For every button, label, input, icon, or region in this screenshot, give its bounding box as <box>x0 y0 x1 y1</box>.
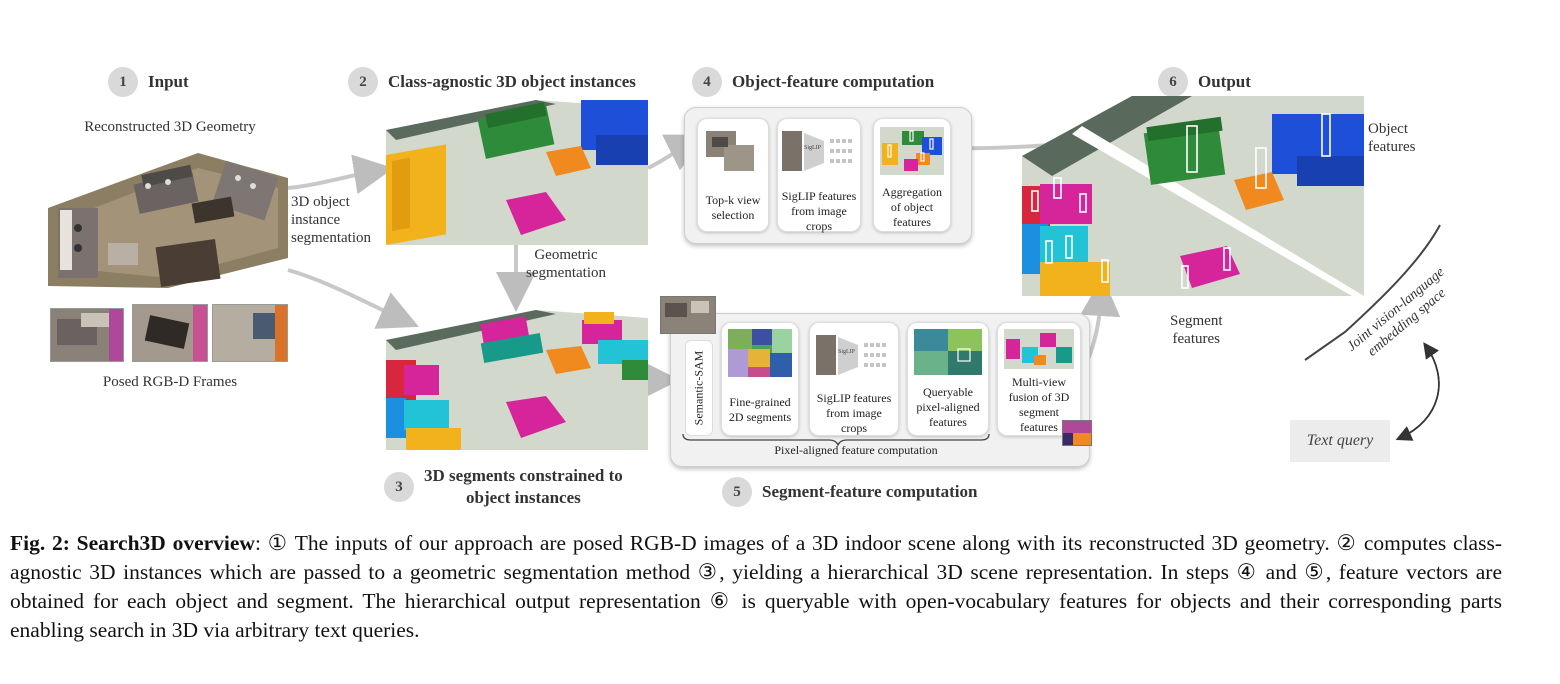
figure-area: 1 Input 2 Class-agnostic 3D object insta… <box>48 67 1449 509</box>
reconstructed-scene-image <box>48 148 288 288</box>
box-text: SigLIP features <box>781 189 857 203</box>
box-text: Multi-view <box>1012 375 1066 389</box>
object-features-line2: features <box>1368 139 1416 155</box>
step-title-line2: object instances <box>466 488 581 508</box>
box-text: pixel-aligned <box>916 400 980 414</box>
step-title: Segment-feature computation <box>762 482 978 501</box>
segment-features-label: Segment features <box>1170 312 1223 348</box>
object-features-label: Object features <box>1368 120 1415 156</box>
instance-seg-label: 3D object instance segmentation <box>291 193 371 247</box>
depth-thumbnail <box>1062 420 1092 446</box>
output-scene-image <box>1022 96 1364 296</box>
text-query-label: Text query <box>1306 432 1374 449</box>
step-number: 5 <box>722 477 752 507</box>
topk-view-box: Top-k view selection <box>697 118 769 232</box>
frames-thumbnail <box>660 296 716 334</box>
step-title: Object-feature computation <box>732 72 935 91</box>
segment-features-line1: Segment <box>1170 313 1223 329</box>
instance-seg-line2: instance <box>291 212 341 228</box>
rgbd-frame-2 <box>132 304 208 362</box>
segment-feature-panel: Semantic-SAM Fine-grained 2D segments <box>670 313 1090 467</box>
siglip-tag: SigLIP <box>804 145 822 151</box>
box-text: features <box>929 415 967 429</box>
box-text: features <box>1020 420 1058 434</box>
class-agnostic-scene-image <box>386 100 648 245</box>
step-number: 2 <box>348 67 378 97</box>
semantic-sam-label: Semantic-SAM <box>691 350 706 426</box>
siglip-tag: SigLIP <box>838 349 856 355</box>
step-6-output: 6 Output <box>1158 67 1251 97</box>
step-number: 6 <box>1158 67 1188 97</box>
box-text: from image <box>826 406 882 420</box>
object-feature-panel: Top-k view selection SigLIP SigLIP featu… <box>684 107 972 244</box>
figure-label: Fig. 2: Search3D overview <box>10 531 255 555</box>
geometric-seg-line2: segmentation <box>526 265 606 281</box>
pixel-aligned-label: Pixel-aligned feature computation <box>774 443 938 457</box>
multiview-fusion-box: Multi-view fusion of 3D segment features <box>997 322 1081 436</box>
step-4-object-feature: 4 Object-feature computation <box>692 67 934 97</box>
figure-caption: Fig. 2: Search3D overview: ① The inputs … <box>10 529 1502 645</box>
segments-scene-image <box>386 310 648 450</box>
semantic-sam-box: Semantic-SAM <box>685 340 713 436</box>
posed-frames-label: Posed RGB-D Frames <box>102 374 238 390</box>
box-text: of object <box>890 200 934 214</box>
queryable-features-box: Queryable pixel-aligned features <box>907 322 989 436</box>
box-text: Queryable <box>923 385 973 399</box>
geometric-seg-label: Geometric segmentation <box>526 246 606 282</box>
step-1-input: 1 Input <box>108 67 189 97</box>
box-text: selection <box>711 208 755 222</box>
siglip-segment-box: SigLIP SigLIP features from image crops <box>809 322 899 436</box>
step-2-class-agnostic: 2 Class-agnostic 3D object instances <box>348 67 636 97</box>
box-text: Fine-grained <box>729 395 791 409</box>
step-title: Input <box>148 72 189 91</box>
box-text: SigLIP features <box>816 391 892 405</box>
box-text: segment <box>1019 405 1059 419</box>
step-title: Output <box>1198 72 1251 91</box>
caption-text: : ① The inputs of our approach are posed… <box>10 531 1502 642</box>
reconstructed-geometry-label: Reconstructed 3D Geometry <box>84 119 256 135</box>
pixel-aligned-brace <box>682 433 990 446</box>
box-text: fusion of 3D <box>1008 390 1070 404</box>
step-title: Class-agnostic 3D object instances <box>388 72 636 91</box>
box-text: Top-k view <box>705 193 761 207</box>
step-number: 1 <box>108 67 138 97</box>
box-text: crops <box>806 219 832 233</box>
step-number: 4 <box>692 67 722 97</box>
fine-grained-box: Fine-grained 2D segments <box>721 322 799 436</box>
siglip-object-box: SigLIP SigLIP features from image crops <box>777 118 861 233</box>
instance-seg-line1: 3D object <box>291 194 350 210</box>
step-title-line1: 3D segments constrained to <box>424 466 623 485</box>
text-query-box: Text query <box>1290 420 1390 462</box>
segment-features-line2: features <box>1172 331 1220 347</box>
step-number: 3 <box>384 472 414 503</box>
instance-seg-line3: segmentation <box>291 230 371 246</box>
box-text: 2D segments <box>728 410 792 424</box>
step-5-segment-feature: 5 Segment-feature computation <box>722 477 977 507</box>
box-text: from image <box>791 204 847 218</box>
step-3-segments: 3 3D segments constrained to object inst… <box>384 465 623 509</box>
box-text: crops <box>841 421 867 435</box>
rgbd-frame-1 <box>50 308 124 362</box>
box-text: features <box>893 215 931 229</box>
box-text: Aggregation <box>882 185 942 199</box>
geometric-seg-line1: Geometric <box>534 247 598 263</box>
object-features-line1: Object <box>1368 121 1408 137</box>
aggregation-box: Aggregation of object features <box>873 118 951 232</box>
rgbd-frame-3 <box>212 304 288 362</box>
